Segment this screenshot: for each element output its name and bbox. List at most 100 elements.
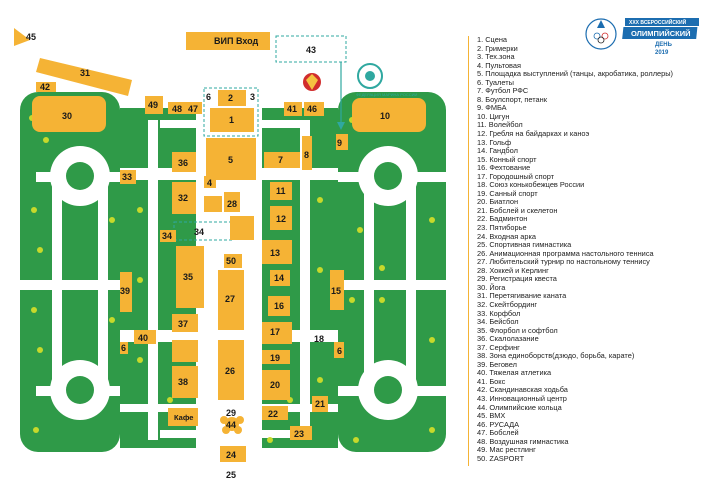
olympic-day-logo: XXX ВСЕРОССИЙСКИЙ ОЛИМПИЙСКИЙ ДЕНЬ 2019 [622, 18, 699, 56]
zone-16 [268, 296, 290, 316]
legend-item: 38. Зона единоборств(дзюдо, борьба, кара… [477, 351, 635, 361]
legend-item: 44. Олимпийские кольца [477, 402, 562, 412]
legend-item: 1. Сцена [477, 35, 508, 44]
svg-text:48: 48 [172, 104, 182, 114]
zone-33 [120, 170, 136, 184]
zone-11 [270, 182, 292, 200]
zone-27 [218, 270, 244, 330]
svg-text:15: 15 [331, 286, 341, 296]
zone-vip [186, 32, 270, 50]
svg-text:37: 37 [178, 319, 188, 329]
legend-item: 17. Городошный спорт [477, 171, 555, 181]
svg-text:1: 1 [229, 115, 234, 125]
svg-text:25: 25 [226, 470, 236, 480]
svg-text:43: 43 [306, 45, 316, 55]
zone-49 [145, 96, 163, 114]
svg-text:17: 17 [270, 327, 280, 337]
emblem-icon [303, 73, 321, 91]
legend-item: 50. ZASPORT [477, 453, 525, 463]
zone-23 [290, 426, 312, 440]
svg-text:44: 44 [226, 420, 236, 430]
svg-text:6: 6 [121, 343, 126, 353]
svg-text:19: 19 [270, 353, 280, 363]
svg-text:49: 49 [148, 100, 158, 110]
legend-item: 2. Гримерки [477, 43, 518, 53]
zone-8 [302, 136, 312, 170]
svg-text:2: 2 [228, 93, 233, 103]
legend-item: 18. Союз конькобежцев России [477, 180, 585, 190]
zone-10 [352, 98, 426, 132]
legend-item: 6. Туалеты [477, 77, 514, 87]
zone-1-3-outline [203, 87, 259, 137]
zone-37 [172, 314, 198, 332]
federation-logo: ФЕДЕРАЦИЯ МАРИНА РОССИИ [356, 63, 418, 97]
svg-text:5: 5 [228, 155, 233, 165]
zone-cafe [168, 408, 198, 426]
legend-item: 9. ФМБА [477, 103, 507, 113]
svg-text:16: 16 [274, 301, 284, 311]
legend-item: 20. Биатлон [477, 197, 519, 207]
legend-item: 27. Любительский турнир по настольному т… [477, 257, 650, 267]
zone-19 [262, 350, 290, 364]
legend-item: 16. Фехтование [477, 163, 531, 173]
svg-text:31: 31 [80, 68, 90, 78]
zone-28 [224, 192, 240, 212]
zone-44-flower [220, 416, 244, 434]
legend-item: 19. Санный спорт [477, 188, 538, 198]
zone-13 [262, 240, 292, 264]
zone-5 [206, 138, 256, 180]
legend-item: 30. Йога [477, 282, 506, 292]
svg-text:13: 13 [270, 248, 280, 258]
svg-text:2019: 2019 [655, 50, 669, 56]
vip-label: ВИП Вход [214, 36, 258, 46]
zone-20 [262, 370, 290, 400]
legend-item: 23. Пятиборье [477, 223, 527, 233]
svg-text:14: 14 [274, 273, 284, 283]
legend-item: 4. Пультовая [477, 60, 522, 70]
legend-item: 40. Тяжелая атлетика [477, 368, 552, 378]
svg-text:27: 27 [225, 294, 235, 304]
zones [14, 28, 426, 462]
legend-item: 42. Скандинавская ходьба [477, 385, 568, 395]
svg-text:12: 12 [276, 214, 286, 224]
svg-text:32: 32 [178, 193, 188, 203]
svg-text:22: 22 [268, 409, 278, 419]
legend-item: 24. Входная арка [477, 231, 537, 241]
zone-17 [262, 322, 292, 344]
legend-item: 35. Флорбол и софтбол [477, 325, 558, 335]
legend-item: 43. Инновационный центр [477, 393, 567, 403]
legend-item: 47. Бобслей [477, 428, 519, 438]
svg-text:34: 34 [194, 227, 204, 237]
legend-item: 49. Мас рестлинг [477, 445, 536, 455]
svg-text:34: 34 [162, 231, 172, 241]
svg-text:ФЕДЕРАЦИЯ МАРИНА РОССИИ: ФЕДЕРАЦИЯ МАРИНА РОССИИ [356, 92, 418, 97]
svg-text:39: 39 [120, 286, 130, 296]
svg-text:46: 46 [307, 104, 317, 114]
legend-item: 29. Регистрация квеста [477, 274, 557, 284]
svg-text:28: 28 [227, 199, 237, 209]
zone-6b [334, 342, 344, 358]
svg-text:10: 10 [380, 111, 390, 121]
legend-item: 22. Бадминтон [477, 214, 528, 224]
zone-9 [336, 134, 348, 150]
legend-item: 26. Анимационная программа настольного т… [477, 248, 654, 258]
legend-item: 7. Футбол РФС [477, 86, 529, 96]
legend-item: 31. Перетягивание каната [477, 291, 567, 301]
svg-text:ДЕНЬ: ДЕНЬ [655, 42, 673, 48]
svg-text:6: 6 [206, 92, 211, 102]
legend-item: 13. Гольф [477, 137, 512, 147]
zone-42 [36, 82, 56, 92]
svg-text:ОЛИМПИЙСКИЙ: ОЛИМПИЙСКИЙ [631, 29, 691, 38]
zone-47 [186, 102, 202, 114]
svg-text:11: 11 [276, 186, 286, 196]
svg-text:9: 9 [337, 138, 342, 148]
zone-12 [270, 206, 292, 230]
legend-item: 45. BMX [477, 411, 506, 421]
legend-item: 14. Гандбол [477, 146, 518, 156]
svg-text:3: 3 [250, 92, 255, 102]
zone-43-outline [275, 35, 347, 63]
svg-text:35: 35 [183, 272, 193, 282]
svg-text:42: 42 [40, 82, 50, 92]
